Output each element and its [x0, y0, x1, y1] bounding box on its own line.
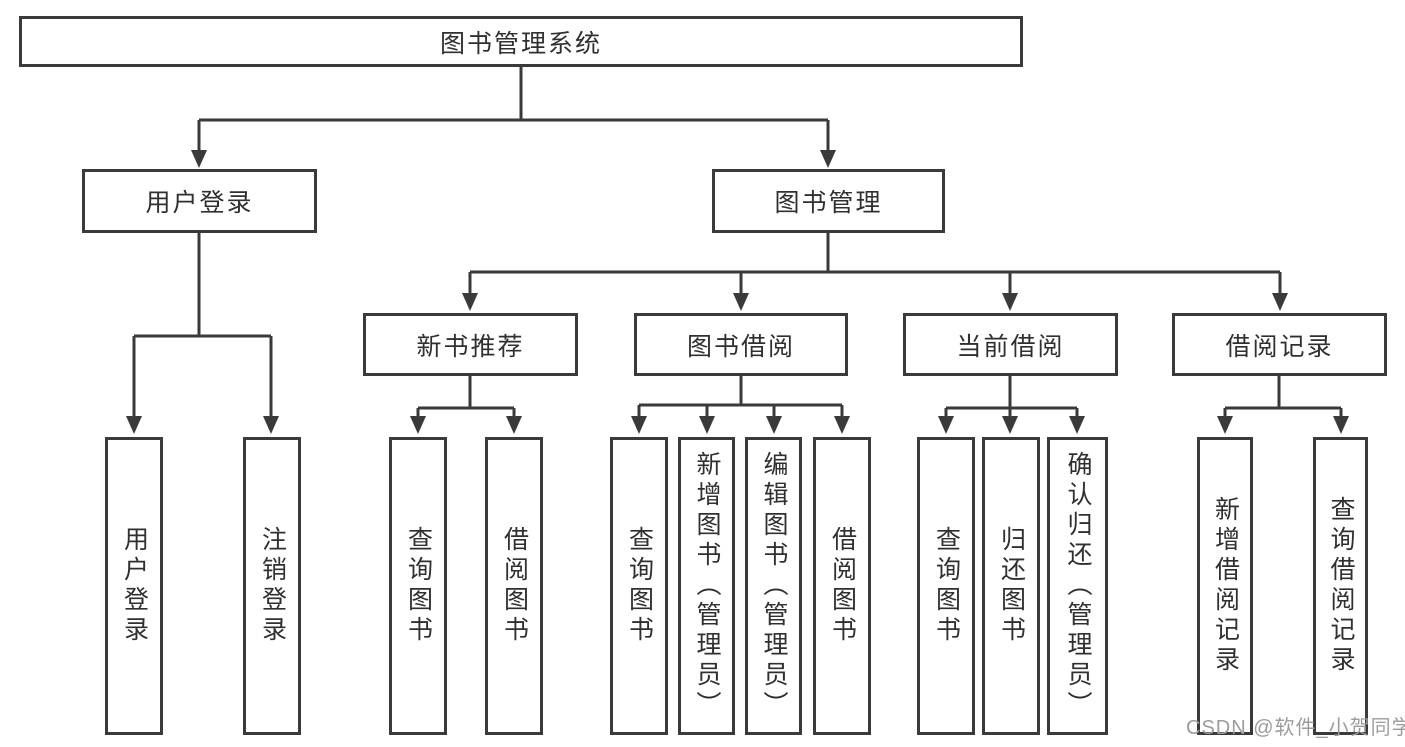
node-leaf-records-query-label: 查询借阅记录 — [1327, 496, 1355, 676]
arrowhead — [733, 293, 749, 311]
node-leaf-current-confirm-return-label: 确认归还（管理员） — [1064, 451, 1092, 721]
connector-current-borrow — [938, 376, 1085, 434]
arrowhead — [1002, 416, 1018, 434]
connector-new-book — [410, 376, 522, 434]
node-user-login-label: 用户登录 — [145, 189, 254, 217]
node-leaf-borrow-edit-books: 编辑图书（管理员） — [745, 437, 802, 735]
node-leaf-user-login-label: 用户登录 — [120, 526, 149, 646]
node-root: 图书管理系统 — [19, 16, 1023, 67]
arrowhead — [820, 150, 836, 168]
node-leaf-borrow-add-books: 新增图书（管理员） — [678, 437, 735, 735]
node-leaf-current-query-books-label: 查询图书 — [932, 526, 961, 646]
node-leaf-logout: 注销登录 — [243, 437, 301, 735]
node-root-label: 图书管理系统 — [439, 29, 602, 58]
arrowhead — [699, 416, 715, 434]
node-book-management: 图书管理 — [712, 169, 945, 233]
node-leaf-borrow-edit-books-label: 编辑图书（管理员） — [760, 451, 788, 721]
node-book-management-label: 图书管理 — [774, 189, 883, 217]
node-leaf-borrow-borrow-books: 借阅图书 — [813, 437, 871, 735]
arrowhead — [126, 416, 142, 434]
node-leaf-borrow-borrow-books-label: 借阅图书 — [828, 526, 857, 646]
node-leaf-borrow-query-books: 查询图书 — [610, 437, 668, 735]
arrowhead — [506, 416, 522, 434]
connector-root — [191, 67, 836, 168]
node-leaf-current-confirm-return: 确认归还（管理员） — [1047, 437, 1108, 735]
node-leaf-recommend-borrow-books: 借阅图书 — [485, 437, 543, 735]
connector-user-login — [126, 233, 279, 434]
arrowhead — [410, 416, 426, 434]
node-leaf-recommend-query-books-label: 查询图书 — [404, 526, 433, 646]
node-leaf-user-login: 用户登录 — [105, 437, 163, 735]
arrowhead — [1217, 416, 1233, 434]
arrowhead — [1069, 416, 1085, 434]
node-user-login: 用户登录 — [82, 169, 317, 233]
node-leaf-current-return-books: 归还图书 — [982, 437, 1040, 735]
node-leaf-current-query-books: 查询图书 — [917, 437, 975, 735]
node-current-borrow: 当前借阅 — [903, 313, 1118, 376]
connector-borrow-records — [1217, 376, 1349, 434]
arrowhead — [263, 416, 279, 434]
connector-book-borrow — [631, 376, 850, 434]
arrowhead — [1272, 293, 1288, 311]
node-book-borrow-label: 图书借阅 — [686, 332, 795, 361]
node-leaf-records-add-label: 新增借阅记录 — [1211, 496, 1240, 676]
arrowhead — [834, 416, 850, 434]
node-leaf-recommend-query-books: 查询图书 — [389, 437, 447, 735]
connector-book-management — [462, 233, 1288, 311]
arrowhead — [1002, 293, 1018, 311]
node-book-borrow: 图书借阅 — [634, 313, 848, 376]
arrowhead — [462, 293, 478, 311]
node-leaf-current-return-books-label: 归还图书 — [997, 526, 1026, 646]
arrowhead — [766, 416, 782, 434]
node-leaf-recommend-borrow-books-label: 借阅图书 — [500, 526, 529, 646]
node-new-book-recommend-label: 新书推荐 — [416, 332, 525, 361]
node-current-borrow-label: 当前借阅 — [956, 332, 1065, 361]
node-borrow-records: 借阅记录 — [1172, 313, 1387, 376]
node-leaf-borrow-query-books-label: 查询图书 — [625, 526, 654, 646]
arrowhead — [1333, 416, 1349, 434]
node-leaf-borrow-add-books-label: 新增图书（管理员） — [693, 451, 721, 721]
csdn-watermark: CSDN @软件_小贺同学 — [1186, 717, 1405, 739]
arrowhead — [938, 416, 954, 434]
node-leaf-records-query: 查询借阅记录 — [1313, 437, 1368, 735]
node-borrow-records-label: 借阅记录 — [1225, 332, 1334, 361]
node-leaf-records-add: 新增借阅记录 — [1197, 437, 1253, 735]
arrowhead — [191, 150, 207, 168]
arrowhead — [631, 416, 647, 434]
node-new-book-recommend: 新书推荐 — [363, 313, 578, 376]
node-leaf-logout-label: 注销登录 — [258, 526, 287, 646]
